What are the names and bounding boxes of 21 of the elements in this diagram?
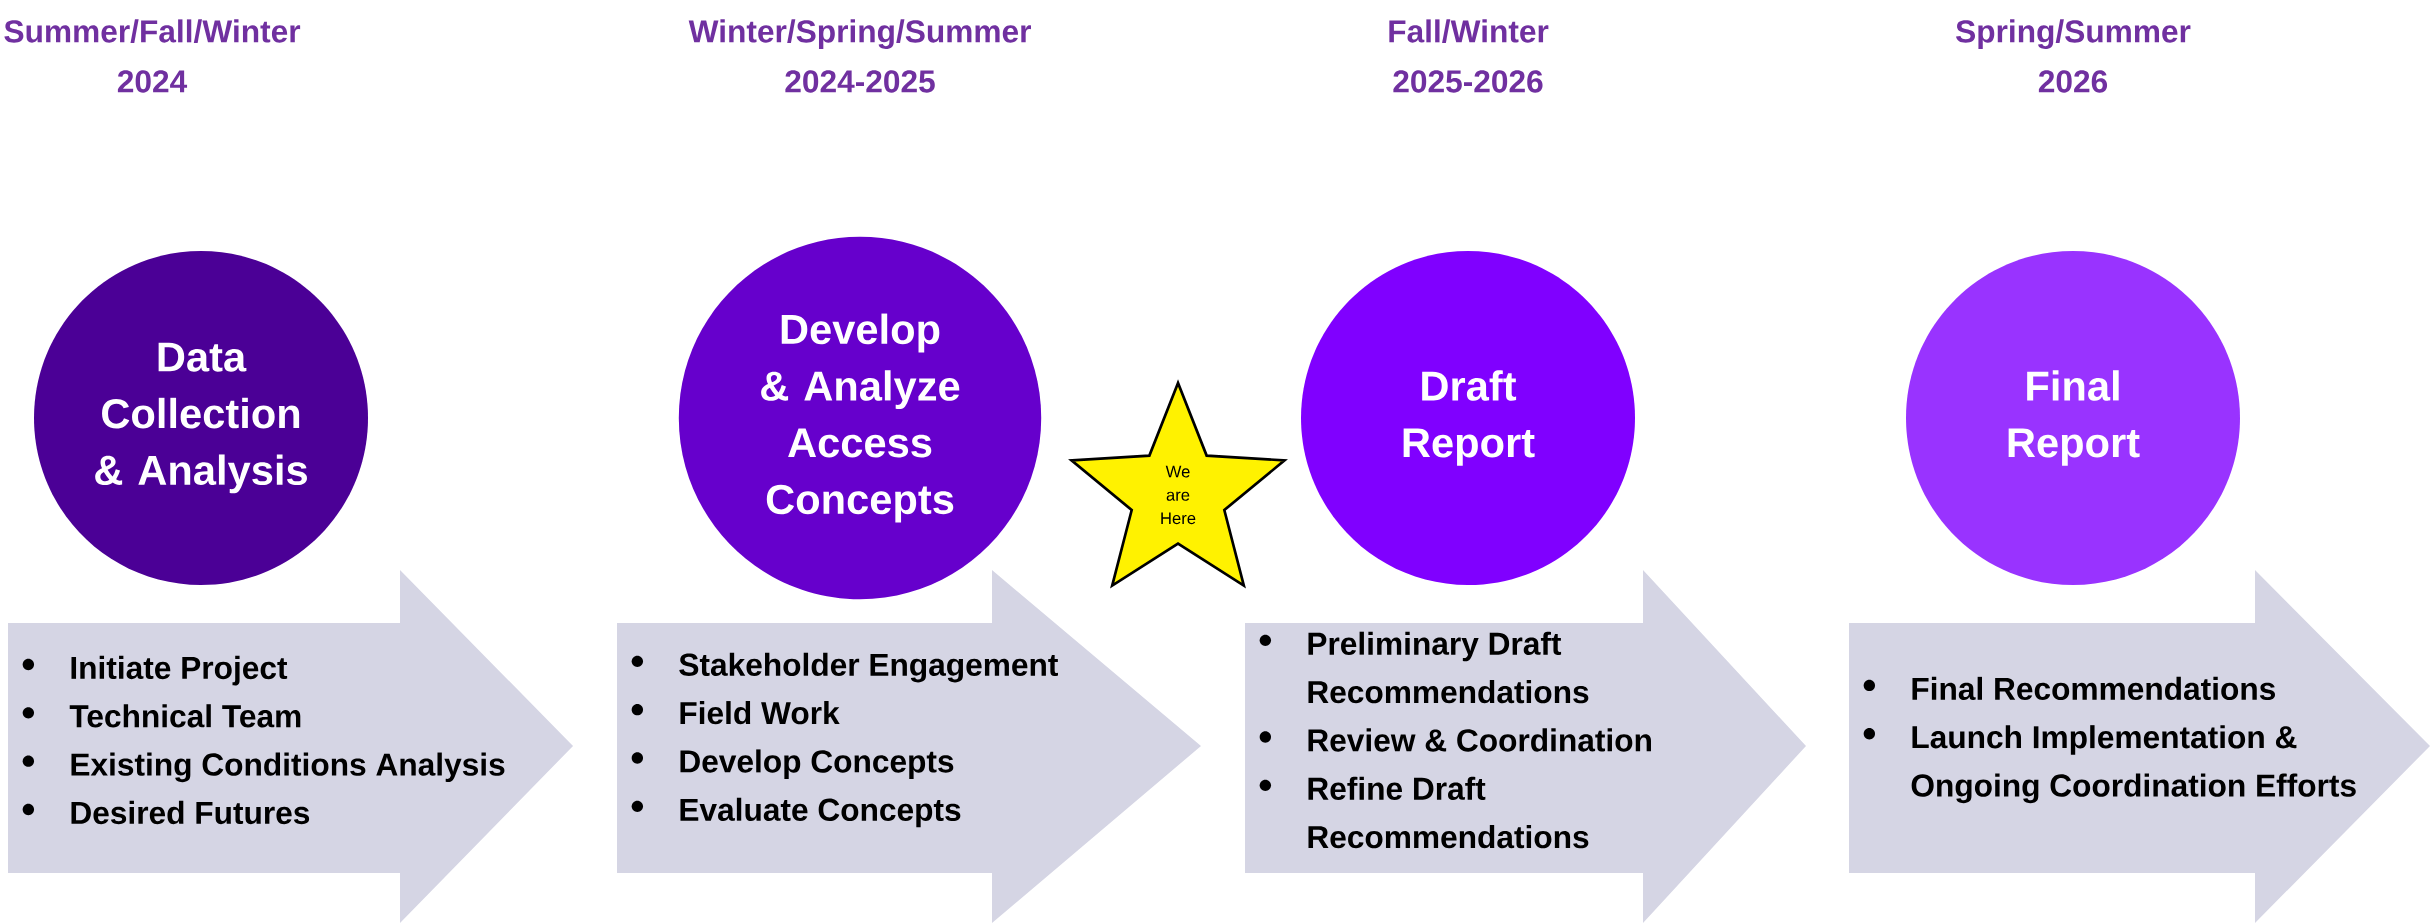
bullet-item: Existing Conditions Analysis bbox=[71, 752, 505, 783]
period-heading: Fall/Winter 2025-2026 bbox=[1389, 19, 1549, 93]
bullet-item: Develop Concepts bbox=[680, 749, 954, 779]
bullet-item: Refine Draft Recommendations bbox=[1308, 776, 1589, 849]
bullet-item: Desired Futures bbox=[71, 800, 310, 825]
bullet-item: Stakeholder Engagement bbox=[679, 652, 1058, 683]
bullet-item: Field Work bbox=[680, 701, 840, 725]
arrow-shape bbox=[1849, 570, 2430, 923]
arrow-shape bbox=[617, 570, 1201, 923]
period-heading: Summer/Fall/Winter 2024 bbox=[4, 19, 301, 93]
arrow-shape bbox=[1245, 570, 1806, 923]
bullet-item: Launch Implementation & Ongoing Coordination Efforts bbox=[1911, 725, 2356, 804]
bullet-item: Preliminary Draft Recommendations bbox=[1308, 631, 1589, 704]
bullet-item: Initiate Project bbox=[71, 655, 288, 686]
bullet-item: Final Recommendations bbox=[1912, 676, 2275, 701]
arrow-shape bbox=[8, 570, 573, 923]
period-heading: Winter/Spring/Summer 2024-2025 bbox=[688, 19, 1031, 93]
bullet-item: Evaluate Concepts bbox=[680, 797, 961, 828]
bullet-item: Review & Coordination bbox=[1308, 728, 1651, 752]
bullet-item: Technical Team bbox=[69, 704, 301, 728]
period-heading: Spring/Summer 2026 bbox=[1956, 19, 2191, 93]
